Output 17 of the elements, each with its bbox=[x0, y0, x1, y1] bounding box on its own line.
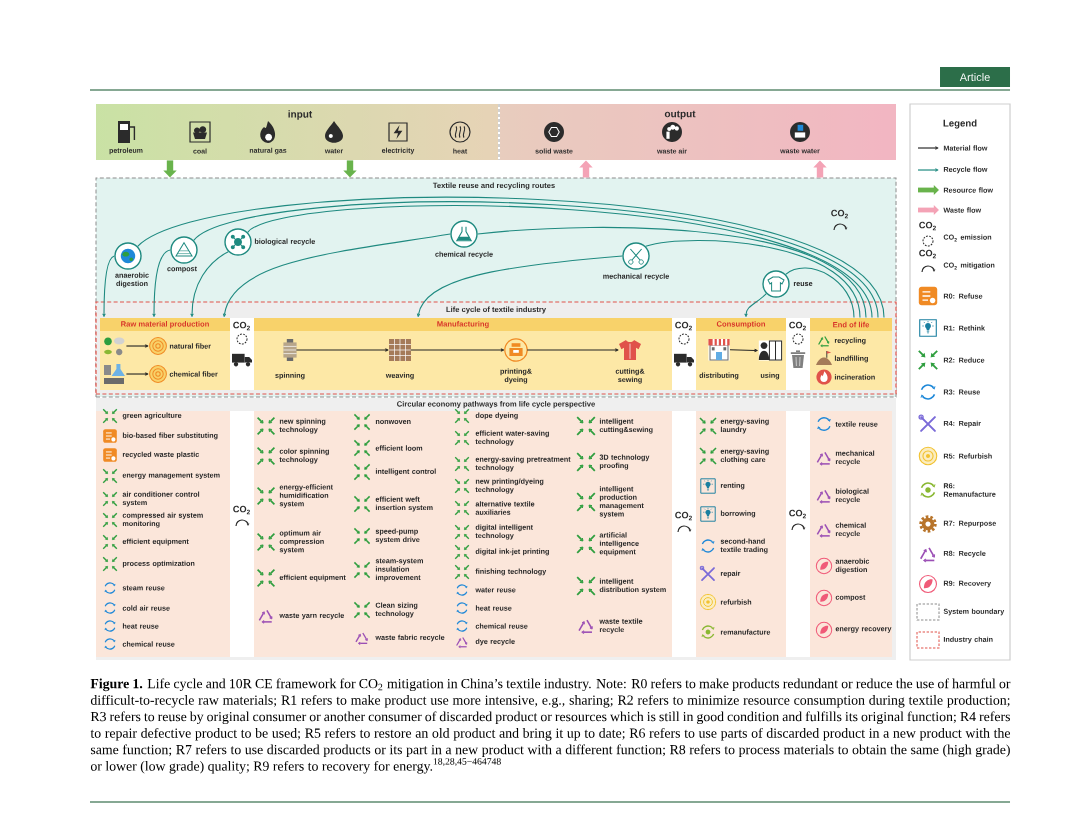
arrow bbox=[152, 249, 171, 318]
connector-line bbox=[645, 239, 861, 319]
arrow bbox=[744, 293, 767, 318]
plants-picture bbox=[104, 337, 125, 356]
arrow bbox=[410, 348, 505, 352]
arrow bbox=[295, 348, 389, 352]
connector-line bbox=[785, 267, 855, 319]
arrow bbox=[416, 255, 623, 318]
arrow bbox=[222, 233, 451, 318]
arrow bbox=[102, 255, 115, 318]
flask-picture bbox=[104, 364, 125, 384]
connector-line bbox=[477, 226, 867, 319]
arrow bbox=[125, 344, 149, 348]
arrow bbox=[526, 348, 619, 352]
arrow bbox=[190, 251, 229, 318]
arrow bbox=[125, 372, 149, 376]
arrow bbox=[729, 348, 758, 353]
